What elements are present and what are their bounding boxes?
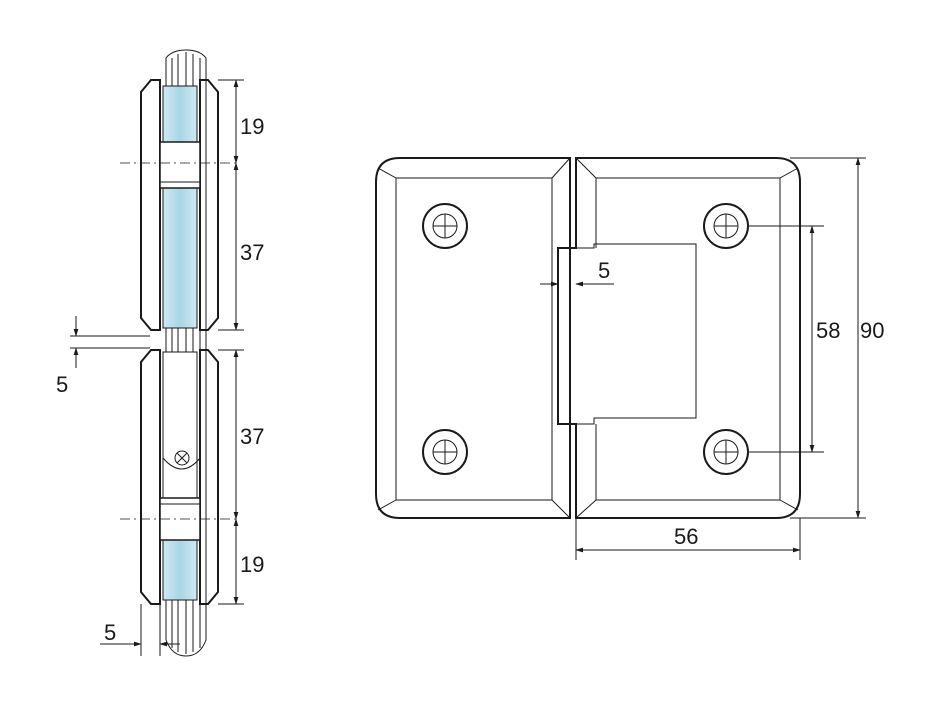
side-dimension-lines xyxy=(70,79,244,656)
upper-hinge-block xyxy=(140,79,219,331)
dim-bottom-plate: 19 xyxy=(240,552,264,577)
right-hinge-leaf xyxy=(557,157,801,519)
pivot-screw-icon xyxy=(174,450,190,466)
dim-upper-leaf: 37 xyxy=(240,240,264,265)
screw-hole-bottom-left-icon xyxy=(422,429,468,475)
dim-hole-spacing: 58 xyxy=(816,318,840,343)
screw-hole-top-left-icon xyxy=(422,203,468,249)
dim-step: 5 xyxy=(598,258,610,283)
dim-width: 56 xyxy=(674,524,698,549)
dim-height: 90 xyxy=(860,318,884,343)
left-hinge-leaf xyxy=(375,157,571,519)
dim-gap: 5 xyxy=(56,372,68,397)
screw-hole-bottom-right-icon xyxy=(703,429,749,475)
screw-hole-top-right-icon xyxy=(703,203,749,249)
dim-top-plate: 19 xyxy=(240,114,264,139)
dim-lower-leaf: 37 xyxy=(240,424,264,449)
front-dimension-lines xyxy=(540,157,866,560)
dim-bottom-offset: 5 xyxy=(104,620,116,645)
front-view: 5 58 90 56 xyxy=(375,157,884,560)
side-view: 19 37 5 37 19 5 xyxy=(56,49,264,657)
lower-hinge-block xyxy=(140,349,219,605)
